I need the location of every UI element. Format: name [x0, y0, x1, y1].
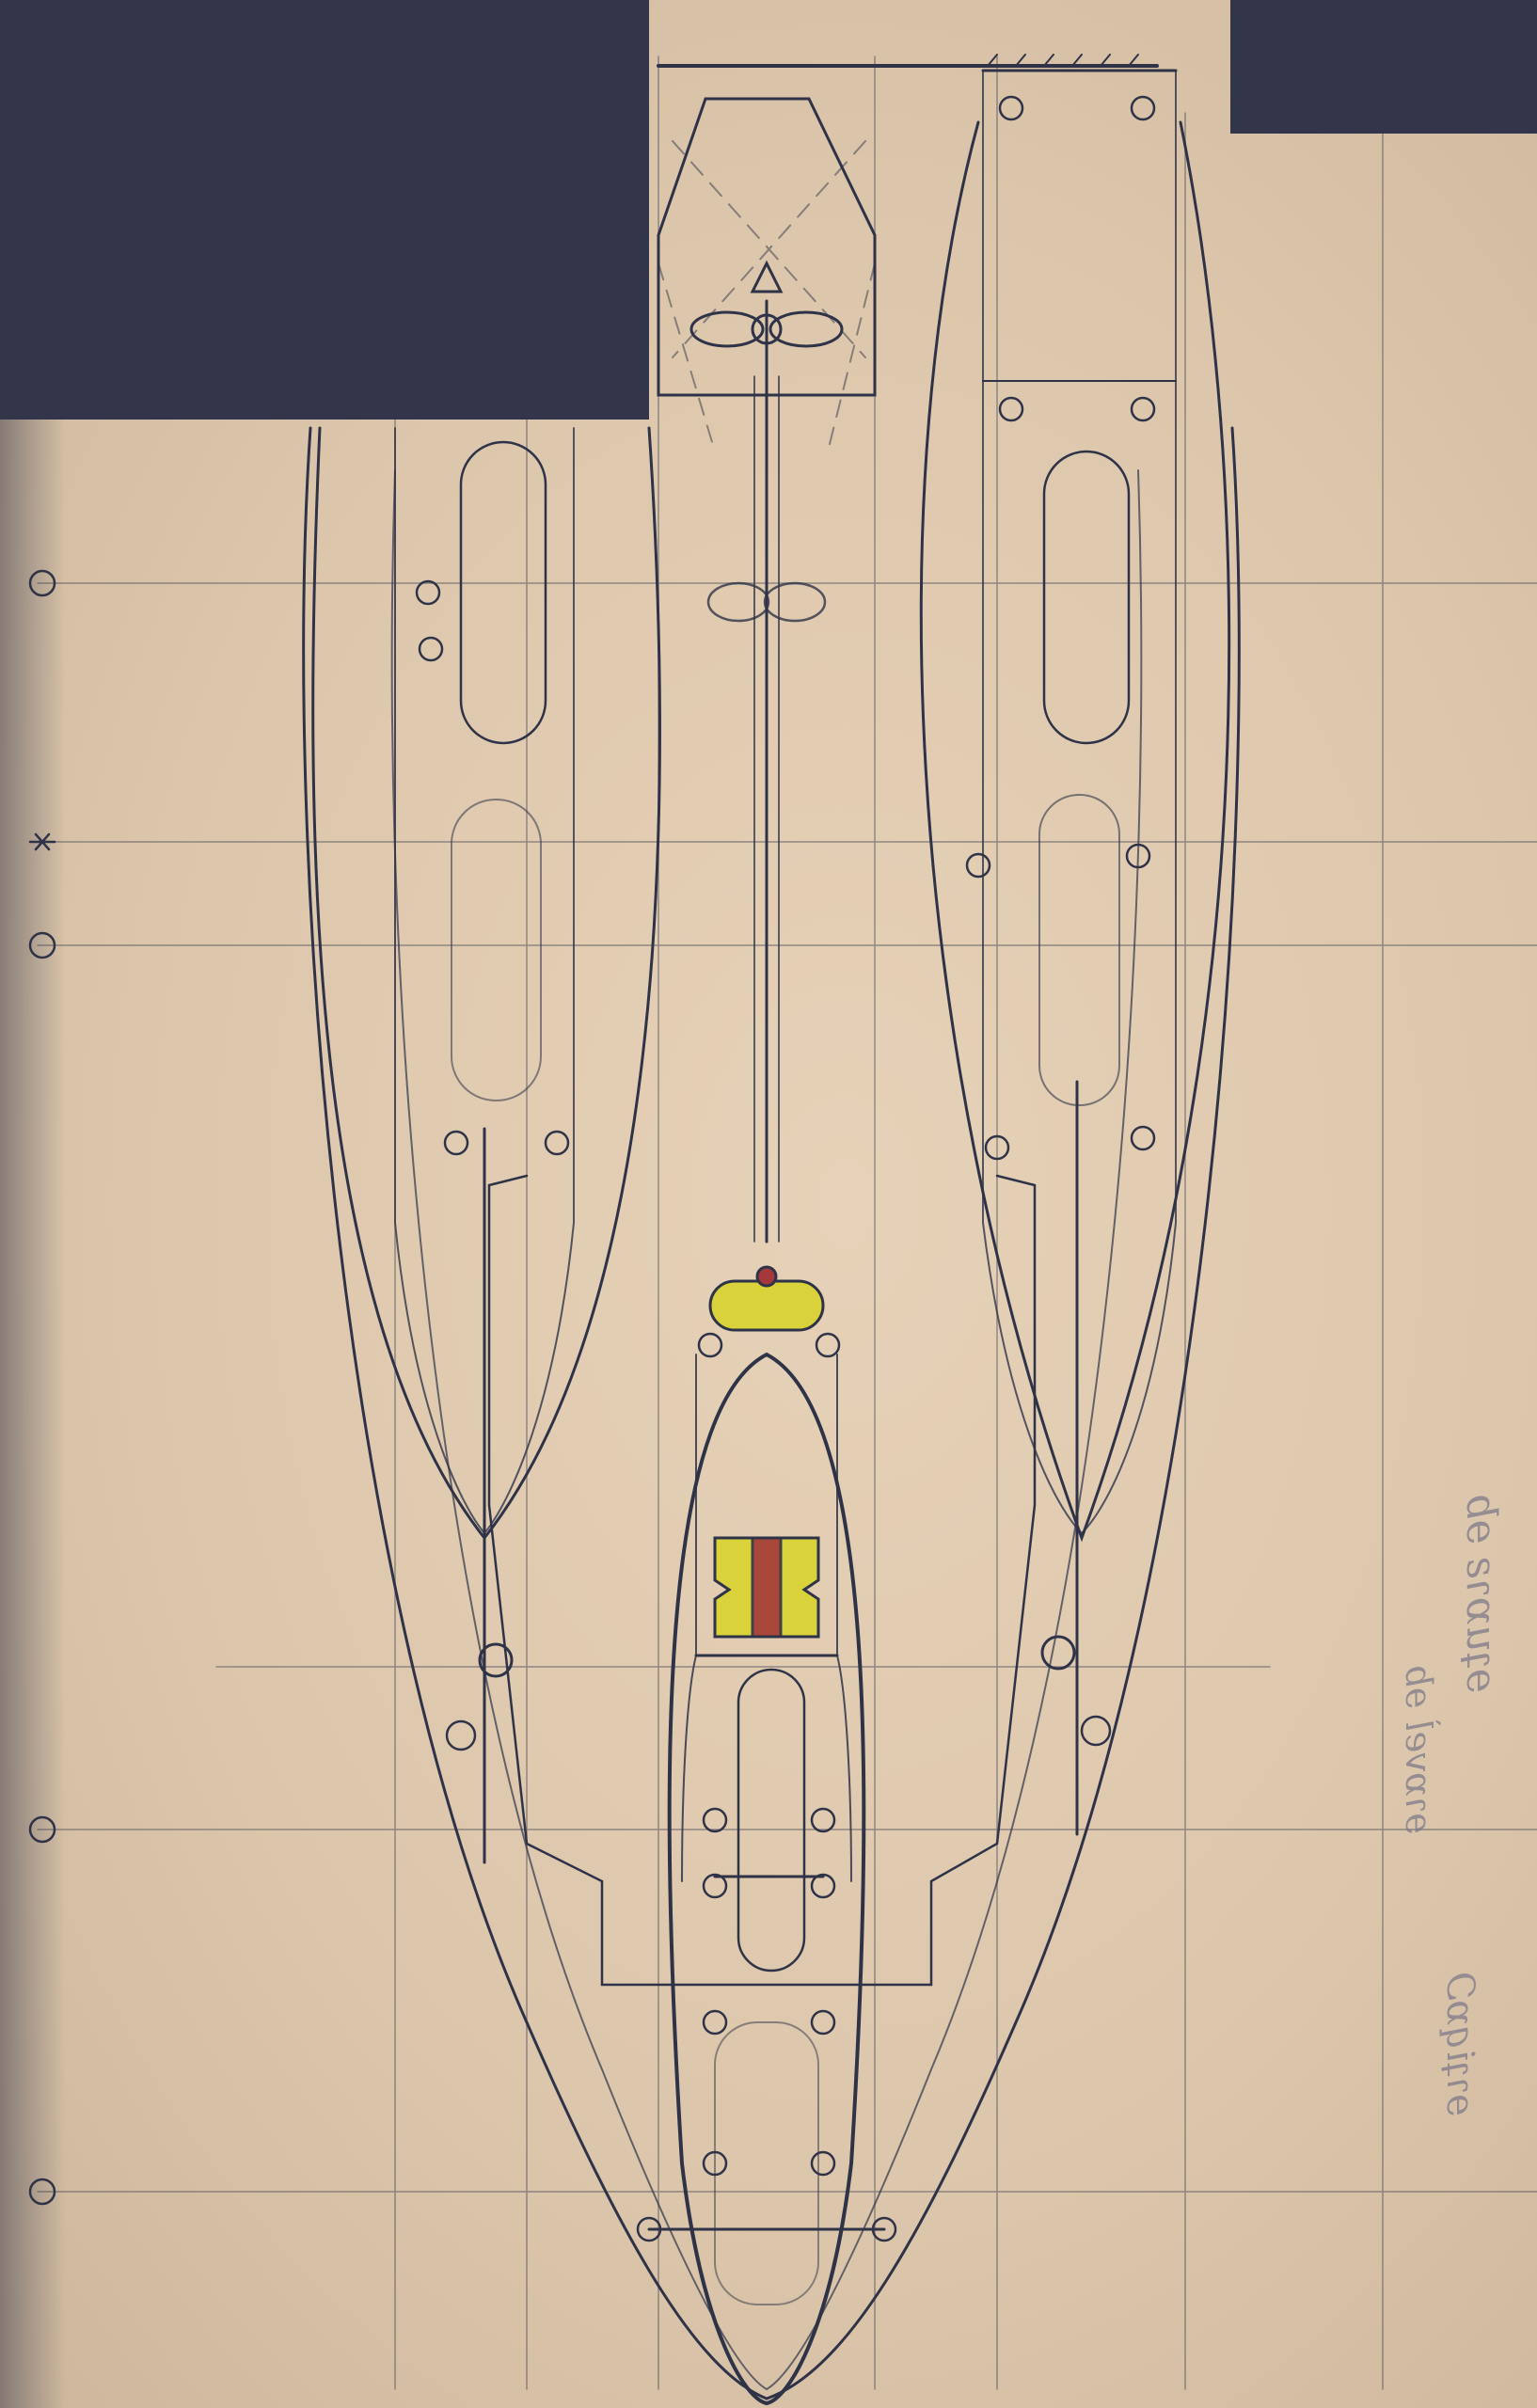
mirrored-note-3: ɘɿʇiqɒƆ [1438, 1972, 1482, 2116]
margin-markers [28, 569, 56, 2206]
masked-area-left [0, 0, 649, 420]
mirrored-note-1: ɘʇuɒɿƨ ɘb [1457, 1493, 1505, 1693]
rivet-icon [415, 95, 1156, 2242]
propeller-icon [689, 260, 844, 348]
left-float-outline [311, 426, 661, 1541]
right-float-slot [1042, 450, 1131, 745]
left-float-wheel [451, 799, 542, 1101]
rudder-box [657, 97, 877, 397]
outer-hull-outline [302, 426, 1241, 2400]
grid-lines [37, 55, 1537, 2390]
rear-frame [487, 1174, 1037, 1987]
masked-area-right [1230, 0, 1537, 134]
right-float-wheel [1038, 794, 1120, 1106]
mirrored-note-2: ɘɿɒvel̀ ɘb [1398, 1664, 1439, 1834]
left-float-slot [459, 440, 547, 745]
mid-propeller-icon [706, 581, 827, 623]
inner-hull-outline [390, 469, 1143, 2391]
center-hull-slot [737, 1668, 806, 1972]
right-float-outline [919, 120, 1231, 1543]
center-hull-wheel [714, 2021, 819, 2305]
right-float-inner [982, 70, 1177, 1535]
yellow-coupling [708, 1265, 825, 1639]
center-hull-outline [667, 1352, 866, 2406]
